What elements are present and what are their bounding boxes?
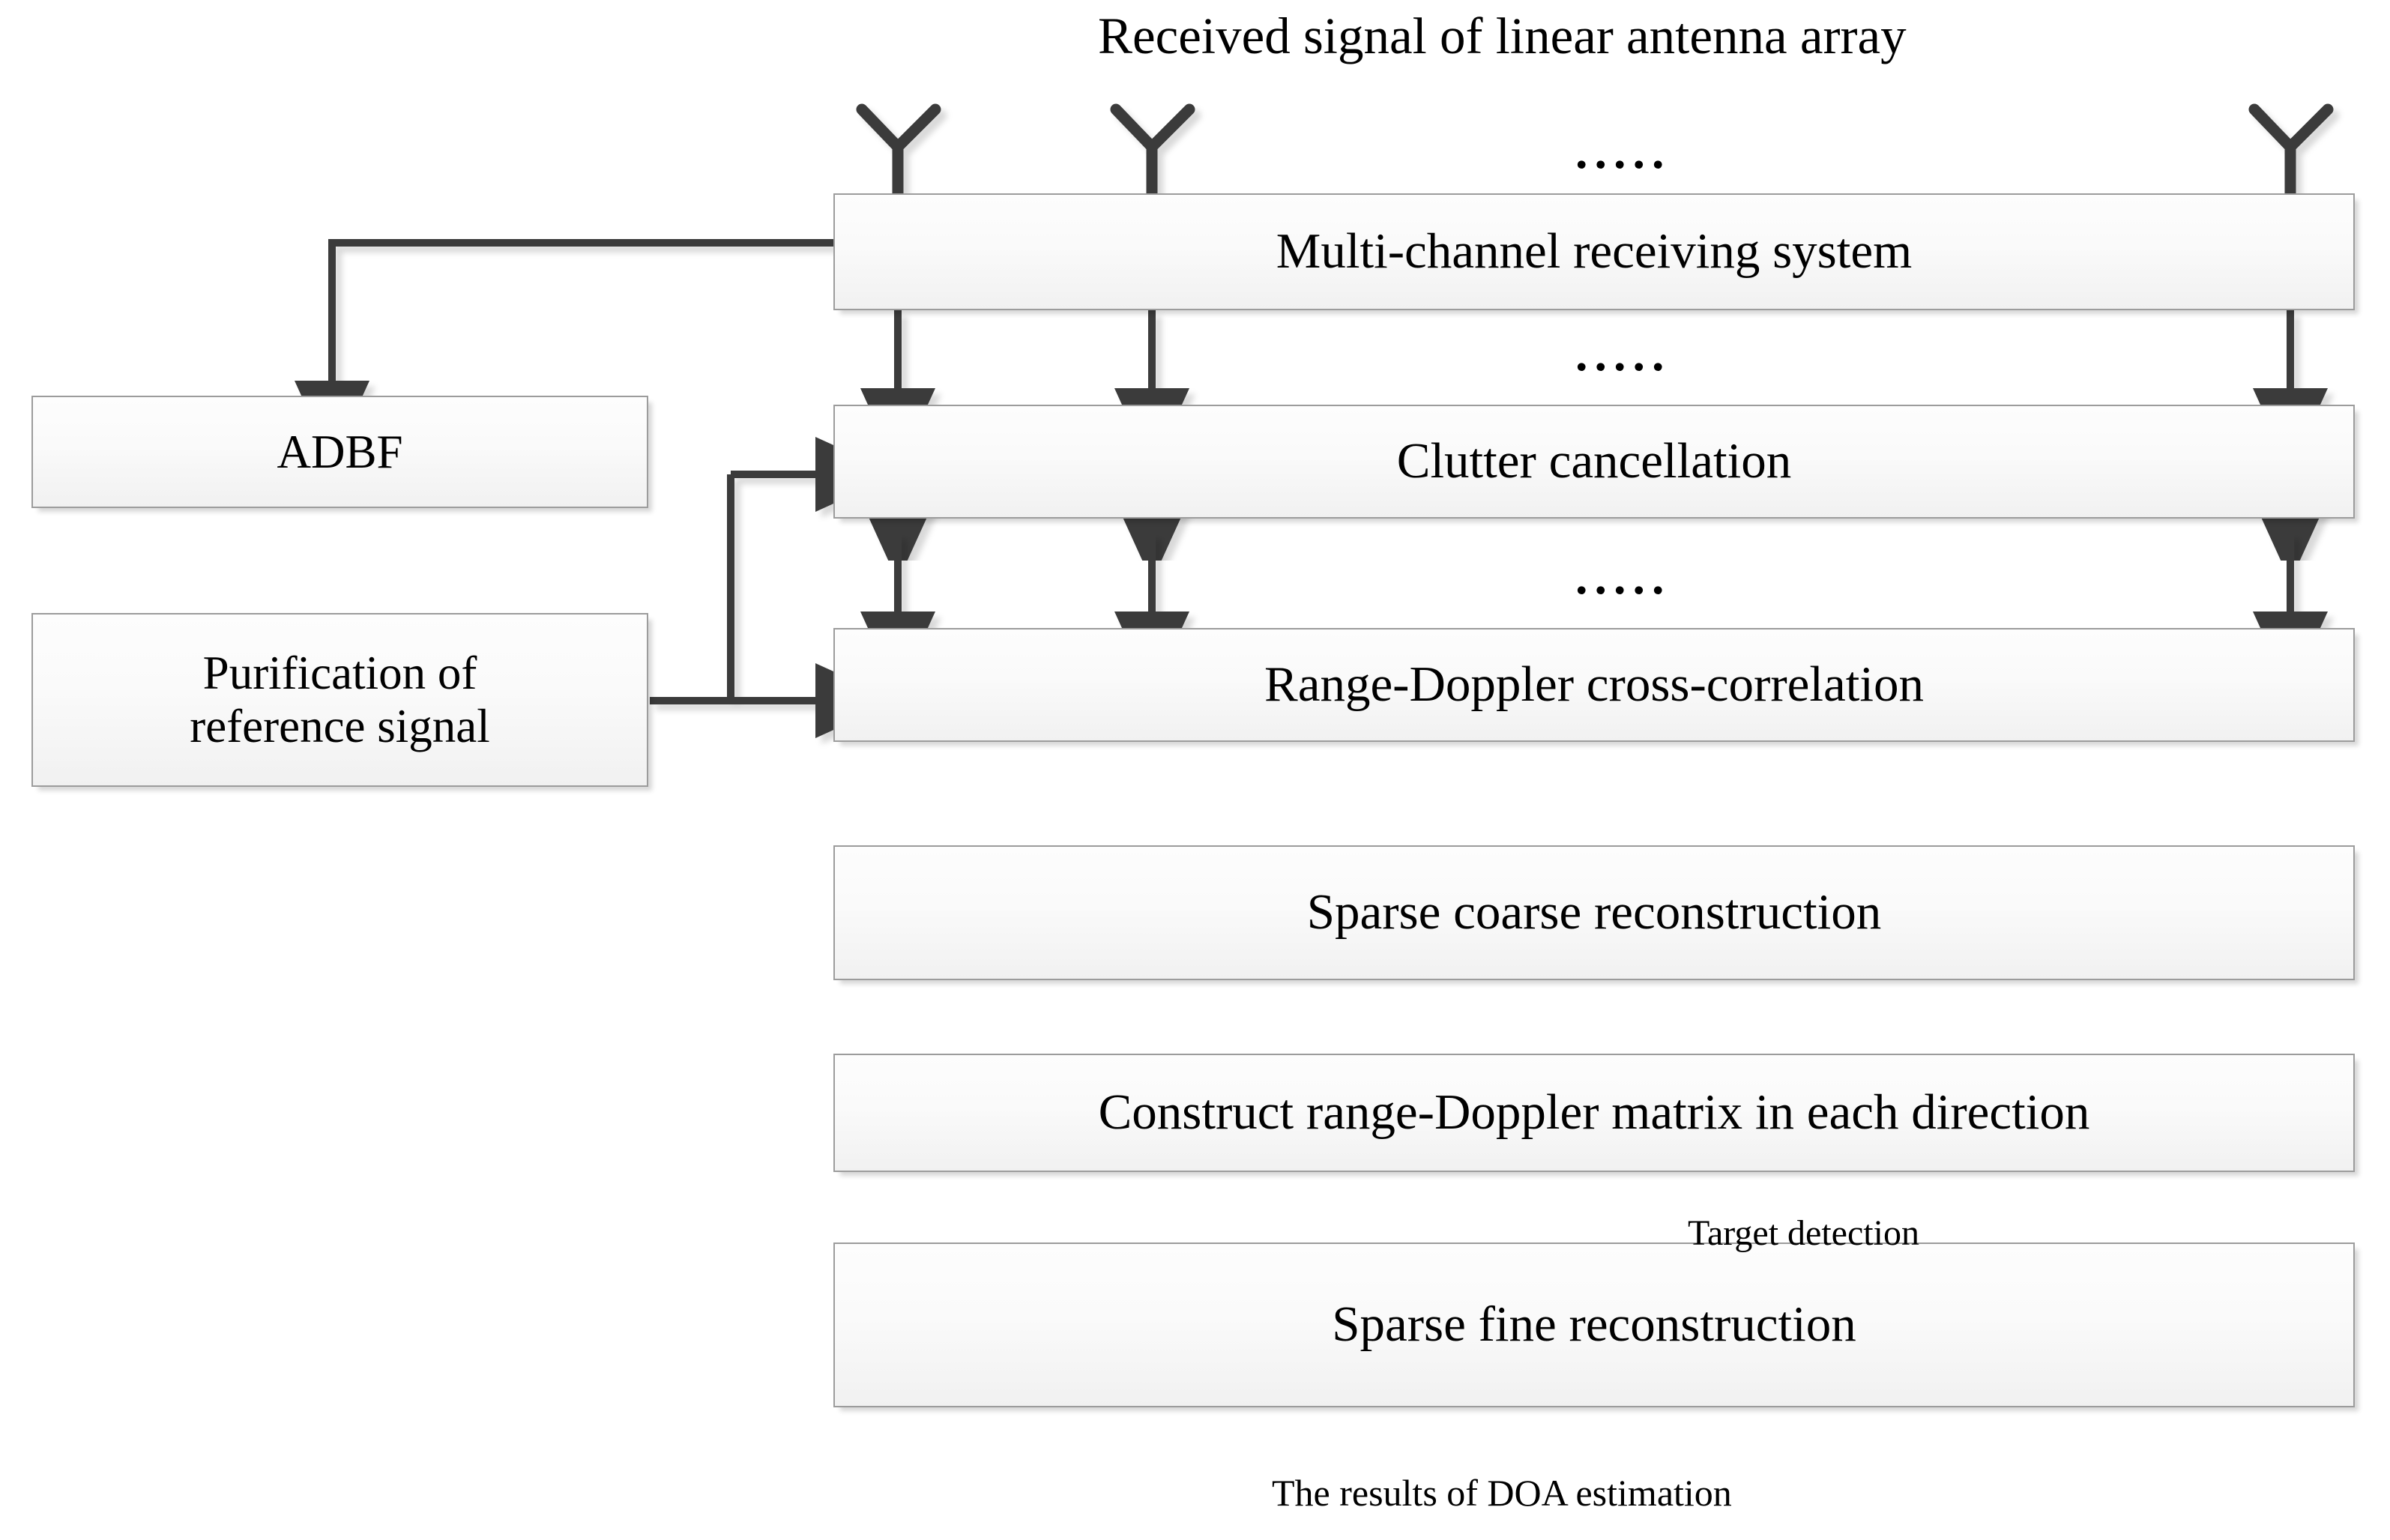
process-box-label: ADBF <box>277 425 403 478</box>
process-box-construct-range-doppler-matrix[interactable]: Construct range-Doppler matrix in each d… <box>833 1054 2355 1172</box>
process-box-adbf[interactable]: ADBF <box>31 396 648 508</box>
channel-arrow-group-3 <box>860 534 2328 694</box>
process-box-label: Purification of reference signal <box>190 647 490 752</box>
channel-arrow-group-1 <box>860 310 2328 471</box>
output-label-doa-estimation: The results of DOA estimation <box>1272 1472 1732 1514</box>
process-box-multi-channel-receiving-system[interactable]: Multi-channel receiving system <box>833 193 2355 310</box>
edge-label-target-detection: Target detection <box>1688 1213 1919 1253</box>
process-box-sparse-fine-reconstruction[interactable]: Sparse fine reconstruction <box>833 1242 2355 1407</box>
antenna-y-icon <box>2248 103 2334 201</box>
process-box-sparse-coarse-reconstruction[interactable]: Sparse coarse reconstruction <box>833 845 2355 980</box>
process-box-label: Range-Doppler cross-correlation <box>1264 656 1924 713</box>
ellipsis-row-3: ..... <box>1575 550 1671 605</box>
process-box-range-doppler-cross-correlation[interactable]: Range-Doppler cross-correlation <box>833 628 2355 742</box>
ellipsis-row-1: ..... <box>1575 327 1671 381</box>
connector-multichannel-to-adbf <box>295 239 833 463</box>
antenna-y-icon <box>1110 103 1195 201</box>
ellipsis-row-antennas: ..... <box>1575 124 1671 179</box>
process-box-purification-of-reference-signal[interactable]: Purification of reference signal <box>31 613 648 787</box>
process-box-label: Multi-channel receiving system <box>1276 223 1913 280</box>
process-box-clutter-cancellation[interactable]: Clutter cancellation <box>833 405 2355 519</box>
process-box-label: Construct range-Doppler matrix in each d… <box>1098 1084 2090 1141</box>
antenna-y-icon <box>856 103 941 201</box>
connector-purification-branch <box>650 437 898 738</box>
process-box-label: Sparse fine reconstruction <box>1332 1296 1856 1353</box>
page-title: Received signal of linear antenna array <box>1098 7 1907 64</box>
process-box-label: Sparse coarse reconstruction <box>1306 884 1882 940</box>
process-box-label: Clutter cancellation <box>1396 433 1792 489</box>
